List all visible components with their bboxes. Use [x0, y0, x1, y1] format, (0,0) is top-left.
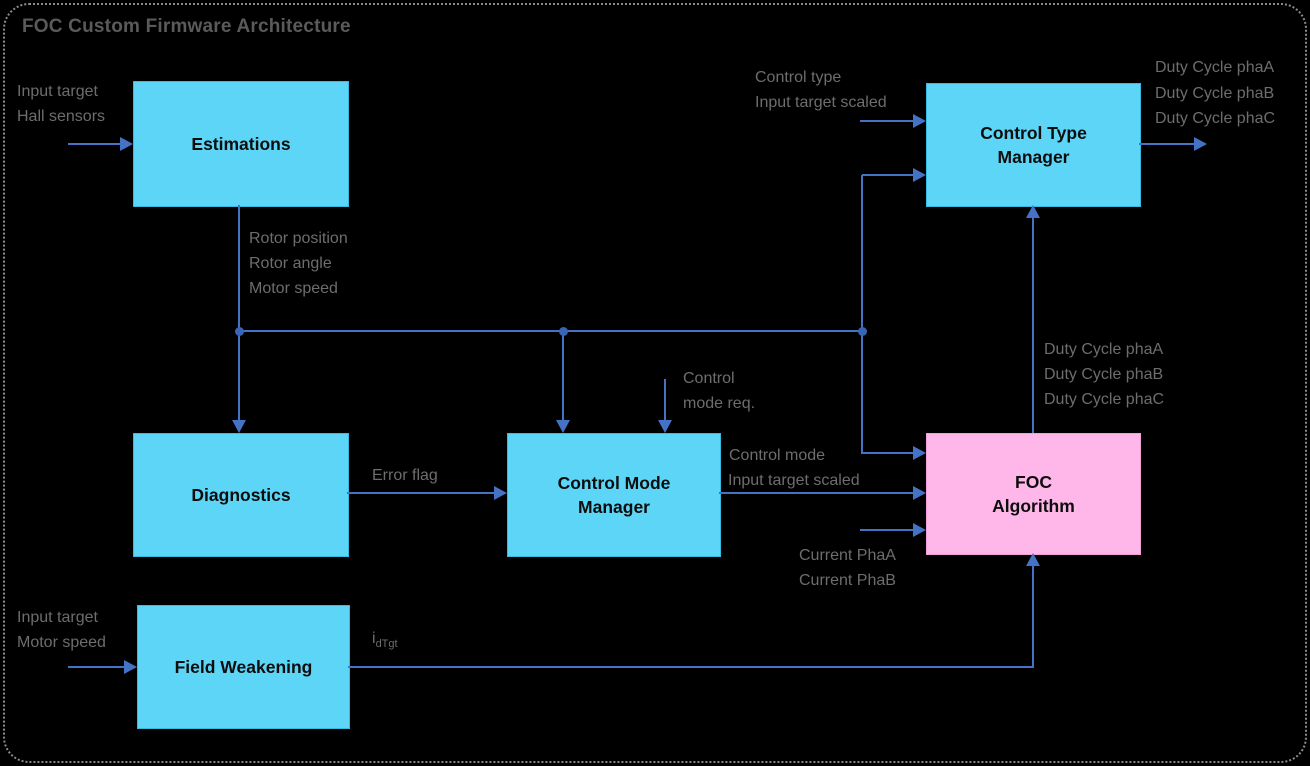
- edge-input-fw-line: [68, 666, 125, 668]
- edge-estimations-diagnostics-arrow: [232, 420, 246, 433]
- edge-bus-cmm-arrow: [556, 420, 570, 433]
- edge-input-estimations-arrow: [120, 137, 133, 151]
- junction-dot-middle: [559, 327, 568, 336]
- label-cmm-request-2: mode req.: [683, 395, 756, 412]
- block-control-mode-manager: Control Mode Manager: [507, 433, 721, 557]
- edge-bus-foc-hline: [862, 452, 914, 454]
- label-current-input-2: Current PhaB: [799, 572, 896, 589]
- label-estimations-input-2: Hall sensors: [17, 108, 106, 125]
- label-foc-duty-1: Duty Cycle phaA: [1044, 341, 1164, 358]
- label-cmm-output-1: Control mode: [729, 447, 826, 464]
- block-foc-algorithm-label: FOC Algorithm: [992, 471, 1075, 517]
- edge-fw-foc-vline: [1032, 565, 1034, 668]
- edge-bus-foc-arrow: [913, 446, 926, 460]
- label-ctm-input-2: Input target scaled: [755, 94, 887, 111]
- edge-diagnostics-cmm-line: [347, 492, 495, 494]
- edge-input-ctm-arrow: [913, 114, 926, 128]
- edge-input-estimations-line: [68, 143, 121, 145]
- edge-ctm-output-line: [1139, 143, 1195, 145]
- edge-bus-cmm-vline: [562, 331, 564, 421]
- label-idtgt: idTgt: [372, 631, 398, 650]
- edge-request-cmm-arrow: [658, 420, 672, 433]
- edge-current-foc-line: [860, 529, 914, 531]
- edge-bus-branch-vline: [861, 175, 863, 454]
- label-fw-input-2: Motor speed: [17, 634, 106, 651]
- block-field-weakening: Field Weakening: [137, 605, 350, 729]
- label-error-flag: Error flag: [372, 467, 438, 484]
- edge-request-cmm-vline: [664, 379, 666, 421]
- edge-ctm-output-arrow: [1194, 137, 1207, 151]
- label-estimations-output-1: Rotor position: [249, 230, 348, 247]
- block-foc-algorithm: FOC Algorithm: [926, 433, 1141, 555]
- label-ctm-output-1: Duty Cycle phaA: [1155, 59, 1275, 76]
- label-ctm-output-2: Duty Cycle phaB: [1155, 85, 1275, 102]
- junction-dot-left: [235, 327, 244, 336]
- label-idtgt-sub: dTgt: [375, 638, 398, 651]
- block-control-type-manager-label: Control Type Manager: [980, 122, 1087, 168]
- block-estimations-label: Estimations: [191, 133, 291, 154]
- label-ctm-output-3: Duty Cycle phaC: [1155, 110, 1276, 127]
- label-estimations-output-2: Rotor angle: [249, 255, 332, 272]
- block-control-mode-manager-label: Control Mode Manager: [557, 472, 671, 518]
- edge-cmm-foc-line: [719, 492, 914, 494]
- edge-current-foc-arrow: [913, 523, 926, 537]
- block-field-weakening-label: Field Weakening: [174, 656, 313, 677]
- label-fw-input-1: Input target: [17, 609, 98, 626]
- label-foc-duty-3: Duty Cycle phaC: [1044, 391, 1165, 408]
- edge-bus-ctm-hline: [862, 174, 914, 176]
- block-diagnostics: Diagnostics: [133, 433, 349, 557]
- diagram-title: FOC Custom Firmware Architecture: [22, 16, 351, 37]
- edge-bus-ctm-arrow: [913, 168, 926, 182]
- edge-fw-foc-arrow: [1026, 553, 1040, 566]
- label-estimations-output-3: Motor speed: [249, 280, 338, 297]
- label-idtgt-base: i: [372, 630, 376, 647]
- junction-dot-right: [858, 327, 867, 336]
- label-foc-duty-2: Duty Cycle phaB: [1044, 366, 1164, 383]
- block-diagnostics-label: Diagnostics: [191, 484, 291, 505]
- label-estimations-input-1: Input target: [17, 83, 98, 100]
- label-current-input-1: Current PhaA: [799, 547, 896, 564]
- edge-input-ctm-line: [860, 120, 914, 122]
- edge-estimations-bus-hline: [239, 330, 863, 332]
- block-estimations: Estimations: [133, 81, 349, 207]
- edge-fw-foc-hline: [348, 666, 1034, 668]
- edge-estimations-diagnostics-vline: [238, 205, 240, 421]
- edge-input-fw-arrow: [124, 660, 137, 674]
- edge-diagnostics-cmm-arrow: [494, 486, 507, 500]
- edge-foc-ctm-vline: [1032, 217, 1034, 433]
- block-control-type-manager: Control Type Manager: [926, 83, 1141, 207]
- edge-cmm-foc-arrow: [913, 486, 926, 500]
- edge-foc-ctm-arrow: [1026, 205, 1040, 218]
- label-ctm-input-1: Control type: [755, 69, 842, 86]
- label-cmm-request-1: Control: [683, 370, 735, 387]
- label-cmm-output-2: Input target scaled: [728, 472, 860, 489]
